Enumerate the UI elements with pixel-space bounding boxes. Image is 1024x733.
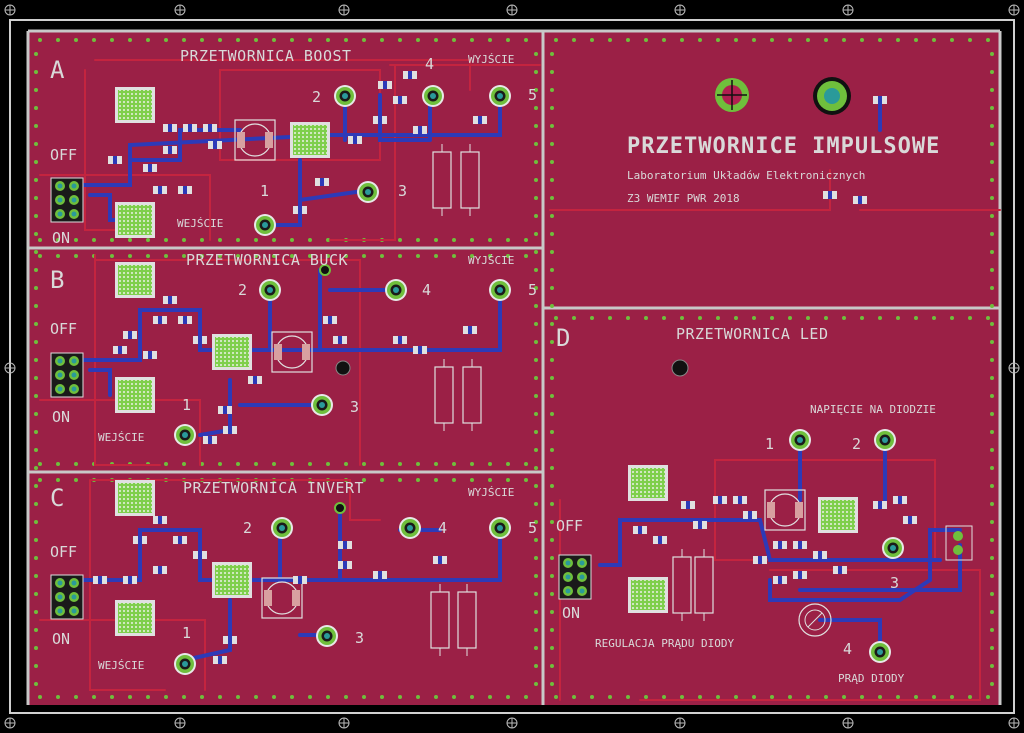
section-a-n1: 1 — [260, 182, 270, 200]
section-a-n2: 2 — [312, 88, 322, 106]
section-b-n2: 2 — [238, 281, 248, 299]
section-b-n3: 3 — [350, 398, 360, 416]
section-a-title: PRZETWORNICA BOOST — [180, 47, 352, 65]
section-d-letter: D — [556, 324, 571, 352]
main-title: PRZETWORNICE IMPULSOWE — [627, 134, 941, 159]
section-d-diode-voltage: NAPIĘCIE NA DIODZIE — [810, 403, 936, 416]
section-c-n1: 1 — [182, 624, 192, 642]
potentiometer-icon — [798, 603, 832, 637]
section-c-on: ON — [52, 630, 71, 648]
diode-connector — [945, 525, 973, 561]
section-c-off: OFF — [50, 543, 78, 561]
section-c-n4: 4 — [438, 519, 448, 537]
lab-name: Laboratorium Układów Elektronicznych — [627, 169, 866, 182]
section-b-n1: 1 — [182, 396, 192, 414]
section-d-off: OFF — [556, 517, 584, 535]
section-b-title: PRZETWORNICA BUCK — [186, 251, 349, 269]
section-b-on: ON — [52, 408, 71, 426]
section-b-output: WYJŚCIE — [468, 254, 515, 267]
section-d-n3: 3 — [890, 574, 900, 592]
section-c-input: WEJŚCIE — [98, 659, 145, 672]
section-c-n2: 2 — [243, 519, 253, 537]
section-a-output: WYJŚCIE — [468, 53, 515, 66]
section-a-input: WEJŚCIE — [177, 217, 224, 230]
section-b-letter: B — [50, 266, 65, 294]
section-b-input: WEJŚCIE — [98, 431, 145, 444]
section-d-on: ON — [562, 604, 581, 622]
org-label: Z3 WEMIF PWR 2018 — [627, 192, 740, 205]
section-c-output: WYJŚCIE — [468, 486, 515, 499]
section-d-diode-current: PRĄD DIODY — [838, 672, 905, 685]
section-a-on: ON — [52, 229, 71, 247]
section-a-n3: 3 — [398, 182, 408, 200]
section-c-n5: 5 — [528, 519, 538, 537]
section-a-n4: 4 — [425, 55, 435, 73]
section-d-n4: 4 — [843, 640, 853, 658]
section-a-letter: A — [50, 56, 65, 84]
section-c-n3: 3 — [355, 629, 365, 647]
section-a-off: OFF — [50, 146, 78, 164]
section-d-n2: 2 — [852, 435, 862, 453]
section-c-letter: C — [50, 484, 65, 512]
section-b-n5: 5 — [528, 281, 538, 299]
section-d-regulation: REGULACJA PRĄDU DIODY — [595, 637, 735, 650]
section-a-n5: 5 — [528, 86, 538, 104]
terminal-icon — [319, 77, 851, 514]
section-d-title: PRZETWORNICA LED — [676, 325, 829, 343]
section-b-off: OFF — [50, 320, 78, 338]
section-c-title: PRZETWORNICA INVERT — [183, 479, 365, 497]
section-d-n1: 1 — [765, 435, 775, 453]
section-b-n4: 4 — [422, 281, 432, 299]
